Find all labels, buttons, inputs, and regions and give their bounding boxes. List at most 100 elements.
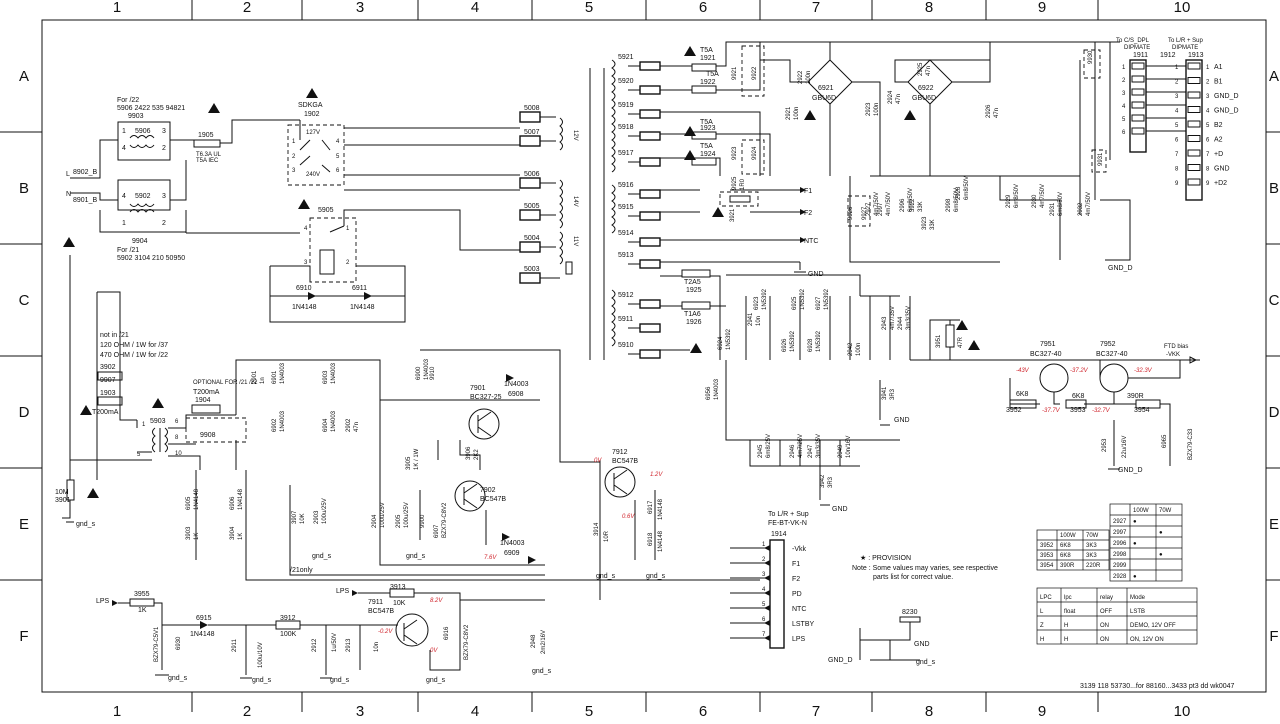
- svg-text:3955: 3955: [134, 591, 150, 598]
- svg-text:1912: 1912: [1160, 52, 1176, 59]
- for22-part: 5906 2422 535 94821: [117, 105, 185, 112]
- svg-text:Note : Some values may varies,: Note : Some values may varies, see respe…: [852, 565, 998, 572]
- svg-text:-VKK: -VKK: [1166, 352, 1180, 358]
- grid-row-label: B: [19, 180, 29, 197]
- svg-text:1N4148: 1N4148: [190, 631, 215, 638]
- svg-text:GND: GND: [914, 641, 930, 648]
- grid-row-label: C: [1269, 292, 1280, 309]
- svg-text:2913: 2913: [346, 638, 352, 652]
- component-9926: 9926: [848, 206, 854, 220]
- svg-text:A2: A2: [1214, 137, 1223, 144]
- svg-text:-43V: -43V: [1016, 368, 1030, 374]
- standby-circuit: not in /21 120 OHM / 1W for /37 470 OHM …: [55, 255, 381, 528]
- svg-text:GND: GND: [1214, 166, 1230, 173]
- svg-text:1913: 1913: [1188, 52, 1204, 59]
- svg-text:3942: 3942: [820, 474, 826, 488]
- svg-text:H: H: [1064, 623, 1068, 629]
- svg-text:4: 4: [304, 226, 308, 232]
- winding-5919: 5919: [618, 102, 661, 119]
- svg-text:10M: 10M: [55, 489, 69, 496]
- svg-text:3941: 3941: [882, 386, 888, 400]
- svg-text:parts list for correct value.: parts list for correct value.: [873, 574, 953, 581]
- svg-text:GND: GND: [832, 506, 848, 513]
- svg-text:100u/25V: 100u/25V: [404, 502, 410, 528]
- svg-text:BZX79-C8V2: BZX79-C8V2: [442, 502, 448, 538]
- svg-text:3903: 3903: [186, 526, 192, 540]
- svg-text:gnd_s: gnd_s: [252, 677, 272, 684]
- svg-text:390R: 390R: [1060, 563, 1075, 569]
- svg-text:1N5392: 1N5392: [800, 288, 806, 310]
- grid-col-label: 5: [585, 0, 593, 16]
- svg-text:6921: 6921: [818, 85, 834, 92]
- rectifier-labels: 6921 GBU6D 6922 GBU6D: [812, 85, 936, 102]
- filter-top-ref: 9903: [128, 113, 144, 120]
- svg-text:2930: 2930: [1032, 194, 1038, 208]
- svg-text:2: 2: [162, 145, 166, 152]
- svg-text:3954: 3954: [1040, 563, 1054, 569]
- svg-text:3: 3: [1175, 94, 1179, 100]
- grid-col-label: 7: [812, 703, 820, 720]
- svg-text:5004: 5004: [524, 235, 540, 242]
- notes: ★ : PROVISION Note : Some values may var…: [852, 554, 998, 581]
- svg-text:7: 7: [1175, 152, 1179, 158]
- svg-text:6: 6: [175, 419, 179, 425]
- svg-text:3953: 3953: [1070, 407, 1086, 414]
- svg-text:2943: 2943: [882, 316, 888, 330]
- svg-text:BZX79-C33: BZX79-C33: [1188, 428, 1194, 460]
- svg-text:3912: 3912: [280, 615, 296, 622]
- svg-text:-Vkk: -Vkk: [792, 546, 807, 553]
- svg-text:9927: 9927: [862, 206, 868, 220]
- svg-text:7952: 7952: [1100, 341, 1116, 348]
- svg-text:5905: 5905: [318, 207, 334, 214]
- svg-text:GND_D: GND_D: [1214, 93, 1239, 100]
- svg-text:LSTB: LSTB: [1130, 609, 1145, 615]
- svg-text:6900: 6900: [416, 366, 422, 380]
- svg-text:9921: 9921: [732, 66, 738, 80]
- svg-text:PD: PD: [792, 591, 802, 598]
- svg-text:5921: 5921: [618, 54, 634, 61]
- svg-text:●: ●: [1159, 552, 1163, 558]
- svg-text:L: L: [66, 171, 70, 178]
- svg-text:5916: 5916: [618, 182, 634, 189]
- svg-text:6K8: 6K8: [1072, 393, 1085, 400]
- svg-text:1903: 1903: [100, 390, 116, 397]
- svg-text:1: 1: [346, 226, 350, 232]
- svg-text:6909: 6909: [504, 550, 520, 557]
- svg-text:33K: 33K: [930, 219, 936, 230]
- svg-text:1N4148: 1N4148: [292, 304, 317, 311]
- svg-text:1R0: 1R0: [740, 178, 746, 190]
- svg-text:gnd_s: gnd_s: [76, 521, 96, 528]
- svg-text:T200mA: T200mA: [92, 409, 119, 416]
- svg-text:5005: 5005: [524, 203, 540, 210]
- svg-text:6901: 6901: [272, 370, 278, 384]
- svg-text:2998: 2998: [1113, 552, 1127, 558]
- svg-text:F2: F2: [792, 576, 800, 583]
- svg-text:1K: 1K: [138, 607, 147, 614]
- svg-text:5919: 5919: [618, 102, 634, 109]
- svg-text:6: 6: [1206, 138, 1210, 144]
- winding-5910: 5910: [618, 342, 661, 359]
- component-9921: 9921: [732, 66, 738, 80]
- warning-icon: [87, 488, 99, 498]
- svg-text:100n: 100n: [856, 343, 862, 356]
- winding-5915: 5915: [618, 204, 661, 221]
- svg-text:●: ●: [1133, 519, 1137, 525]
- voltage-label: -0.2V: [378, 629, 393, 635]
- n-input: 8901_B: [73, 197, 97, 204]
- svg-text:B2: B2: [1214, 122, 1223, 129]
- mains-input: For /22 5906 2422 535 94821 9903 5906 1 …: [63, 97, 300, 262]
